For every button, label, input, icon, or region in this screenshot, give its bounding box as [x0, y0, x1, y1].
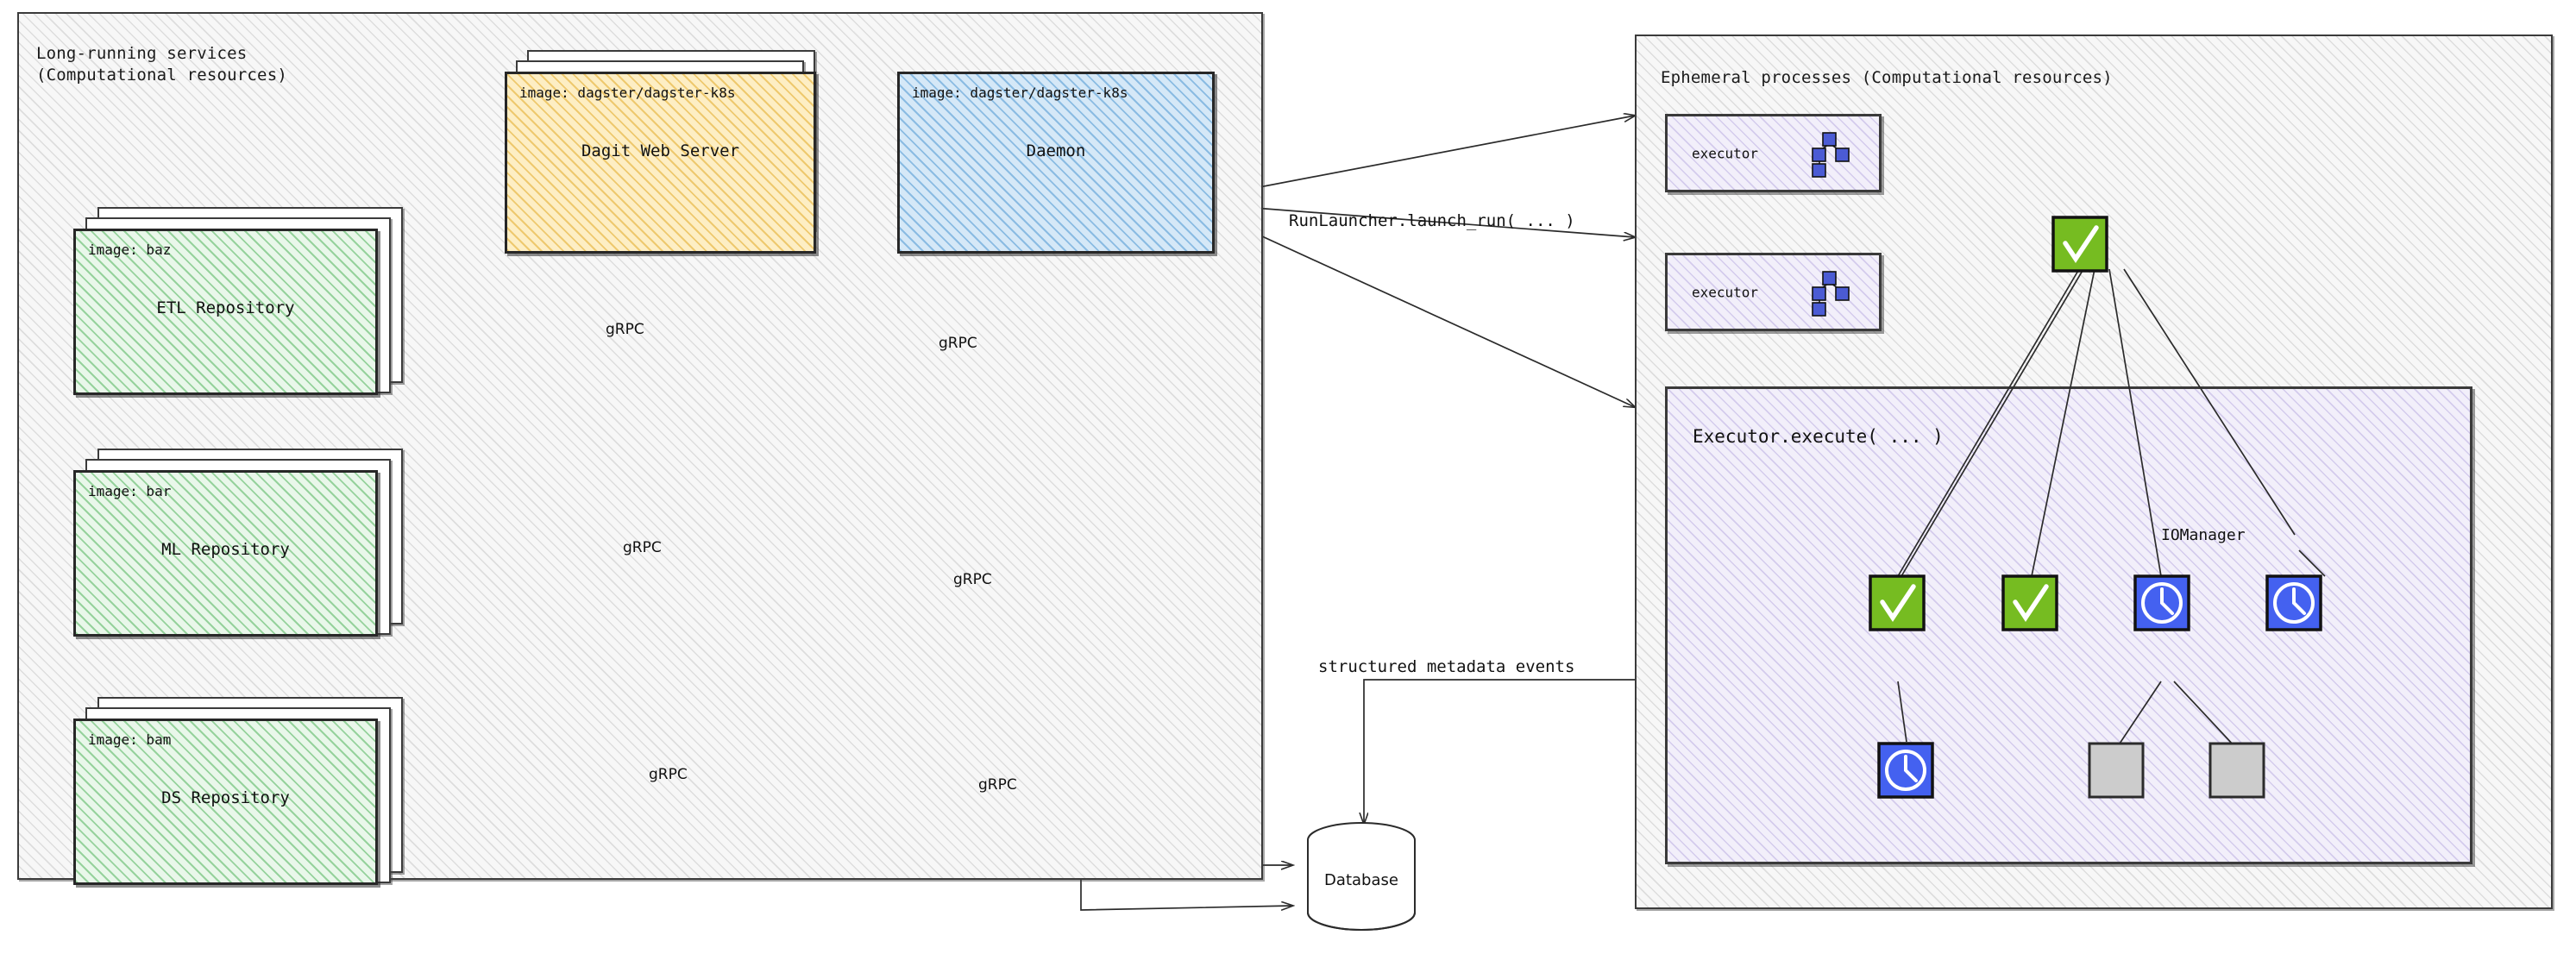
ml-repository-stack: image: bar ML Repository — [73, 449, 418, 647]
grpc-label-2: gRPC — [939, 335, 977, 352]
dagit-web-server-stack: image: dagster/dagster-k8s Dagit Web Ser… — [505, 50, 816, 257]
dag-node-3 — [2133, 574, 2190, 631]
metadata-events-label: structured metadata events — [1318, 657, 1575, 676]
executor-execute-box[interactable] — [1665, 386, 2472, 864]
ds-repository-card[interactable]: image: bam DS Repository — [73, 719, 378, 885]
daemon-stack: image: dagster/dagster-k8s Daemon — [897, 50, 1225, 257]
executor-execute-label: Executor.execute( ... ) — [1693, 426, 1944, 447]
etl-image-label: image: baz — [88, 242, 172, 258]
daemon-card[interactable]: image: dagster/dagster-k8s Daemon — [897, 72, 1215, 254]
dag-graph-icon-2 — [1812, 271, 1850, 317]
database-shape-icon — [1307, 822, 1416, 931]
etl-repository-card[interactable]: image: baz ETL Repository — [73, 229, 378, 395]
etl-repository-title: ETL Repository — [156, 298, 295, 317]
iomanager-label: IOManager — [2161, 526, 2246, 544]
database-label: Database — [1324, 871, 1398, 889]
dagit-title: Dagit Web Server — [581, 141, 740, 160]
executor-box-1[interactable]: executor — [1665, 114, 1882, 192]
dag-node-2 — [2001, 574, 2058, 631]
ephemeral-processes-title: Ephemeral processes (Computational resou… — [1661, 68, 2113, 87]
dag-node-6 — [2088, 742, 2145, 799]
ds-image-label: image: bam — [88, 731, 172, 748]
dag-node-root — [2051, 216, 2108, 273]
run-launcher-label: RunLauncher.launch_run( ... ) — [1289, 211, 1575, 230]
dag-graph-icon-1 — [1812, 132, 1850, 178]
dag-node-4 — [2265, 574, 2322, 631]
long-running-services-title: Long-running services (Computational res… — [36, 44, 287, 85]
edge-daemon-execute — [1209, 211, 1635, 407]
daemon-image-label: image: dagster/dagster-k8s — [912, 85, 1128, 101]
edge-daemon-executor-2 — [1209, 204, 1635, 237]
ml-image-label: image: bar — [88, 483, 172, 499]
grpc-label-5: gRPC — [649, 766, 688, 783]
dag-node-1 — [1869, 574, 1926, 631]
dagit-web-server-card[interactable]: image: dagster/dagster-k8s Dagit Web Ser… — [505, 72, 816, 254]
database-cylinder: Database — [1301, 821, 1422, 933]
ds-repository-stack: image: bam DS Repository — [73, 697, 418, 895]
etl-repository-stack: image: baz ETL Repository — [73, 207, 418, 405]
grpc-label-3: gRPC — [623, 539, 662, 556]
executor-label-2: executor — [1692, 284, 1759, 300]
ml-repository-title: ML Repository — [161, 540, 290, 559]
ml-repository-card[interactable]: image: bar ML Repository — [73, 470, 378, 637]
dag-node-5 — [1877, 742, 1934, 799]
executor-label-1: executor — [1692, 145, 1759, 161]
executor-box-2[interactable]: executor — [1665, 253, 1882, 331]
grpc-label-6: gRPC — [978, 776, 1017, 794]
dag-edges — [1897, 268, 2326, 747]
dag-node-7 — [2208, 742, 2265, 799]
grpc-label-1: gRPC — [606, 321, 644, 338]
dagit-image-label: image: dagster/dagster-k8s — [519, 85, 736, 101]
ds-repository-title: DS Repository — [161, 788, 290, 807]
edge-daemon-executor-1 — [1209, 116, 1635, 198]
edge-metadata-database — [1364, 679, 1665, 824]
grpc-label-4: gRPC — [953, 571, 992, 588]
daemon-title: Daemon — [1026, 141, 1086, 160]
